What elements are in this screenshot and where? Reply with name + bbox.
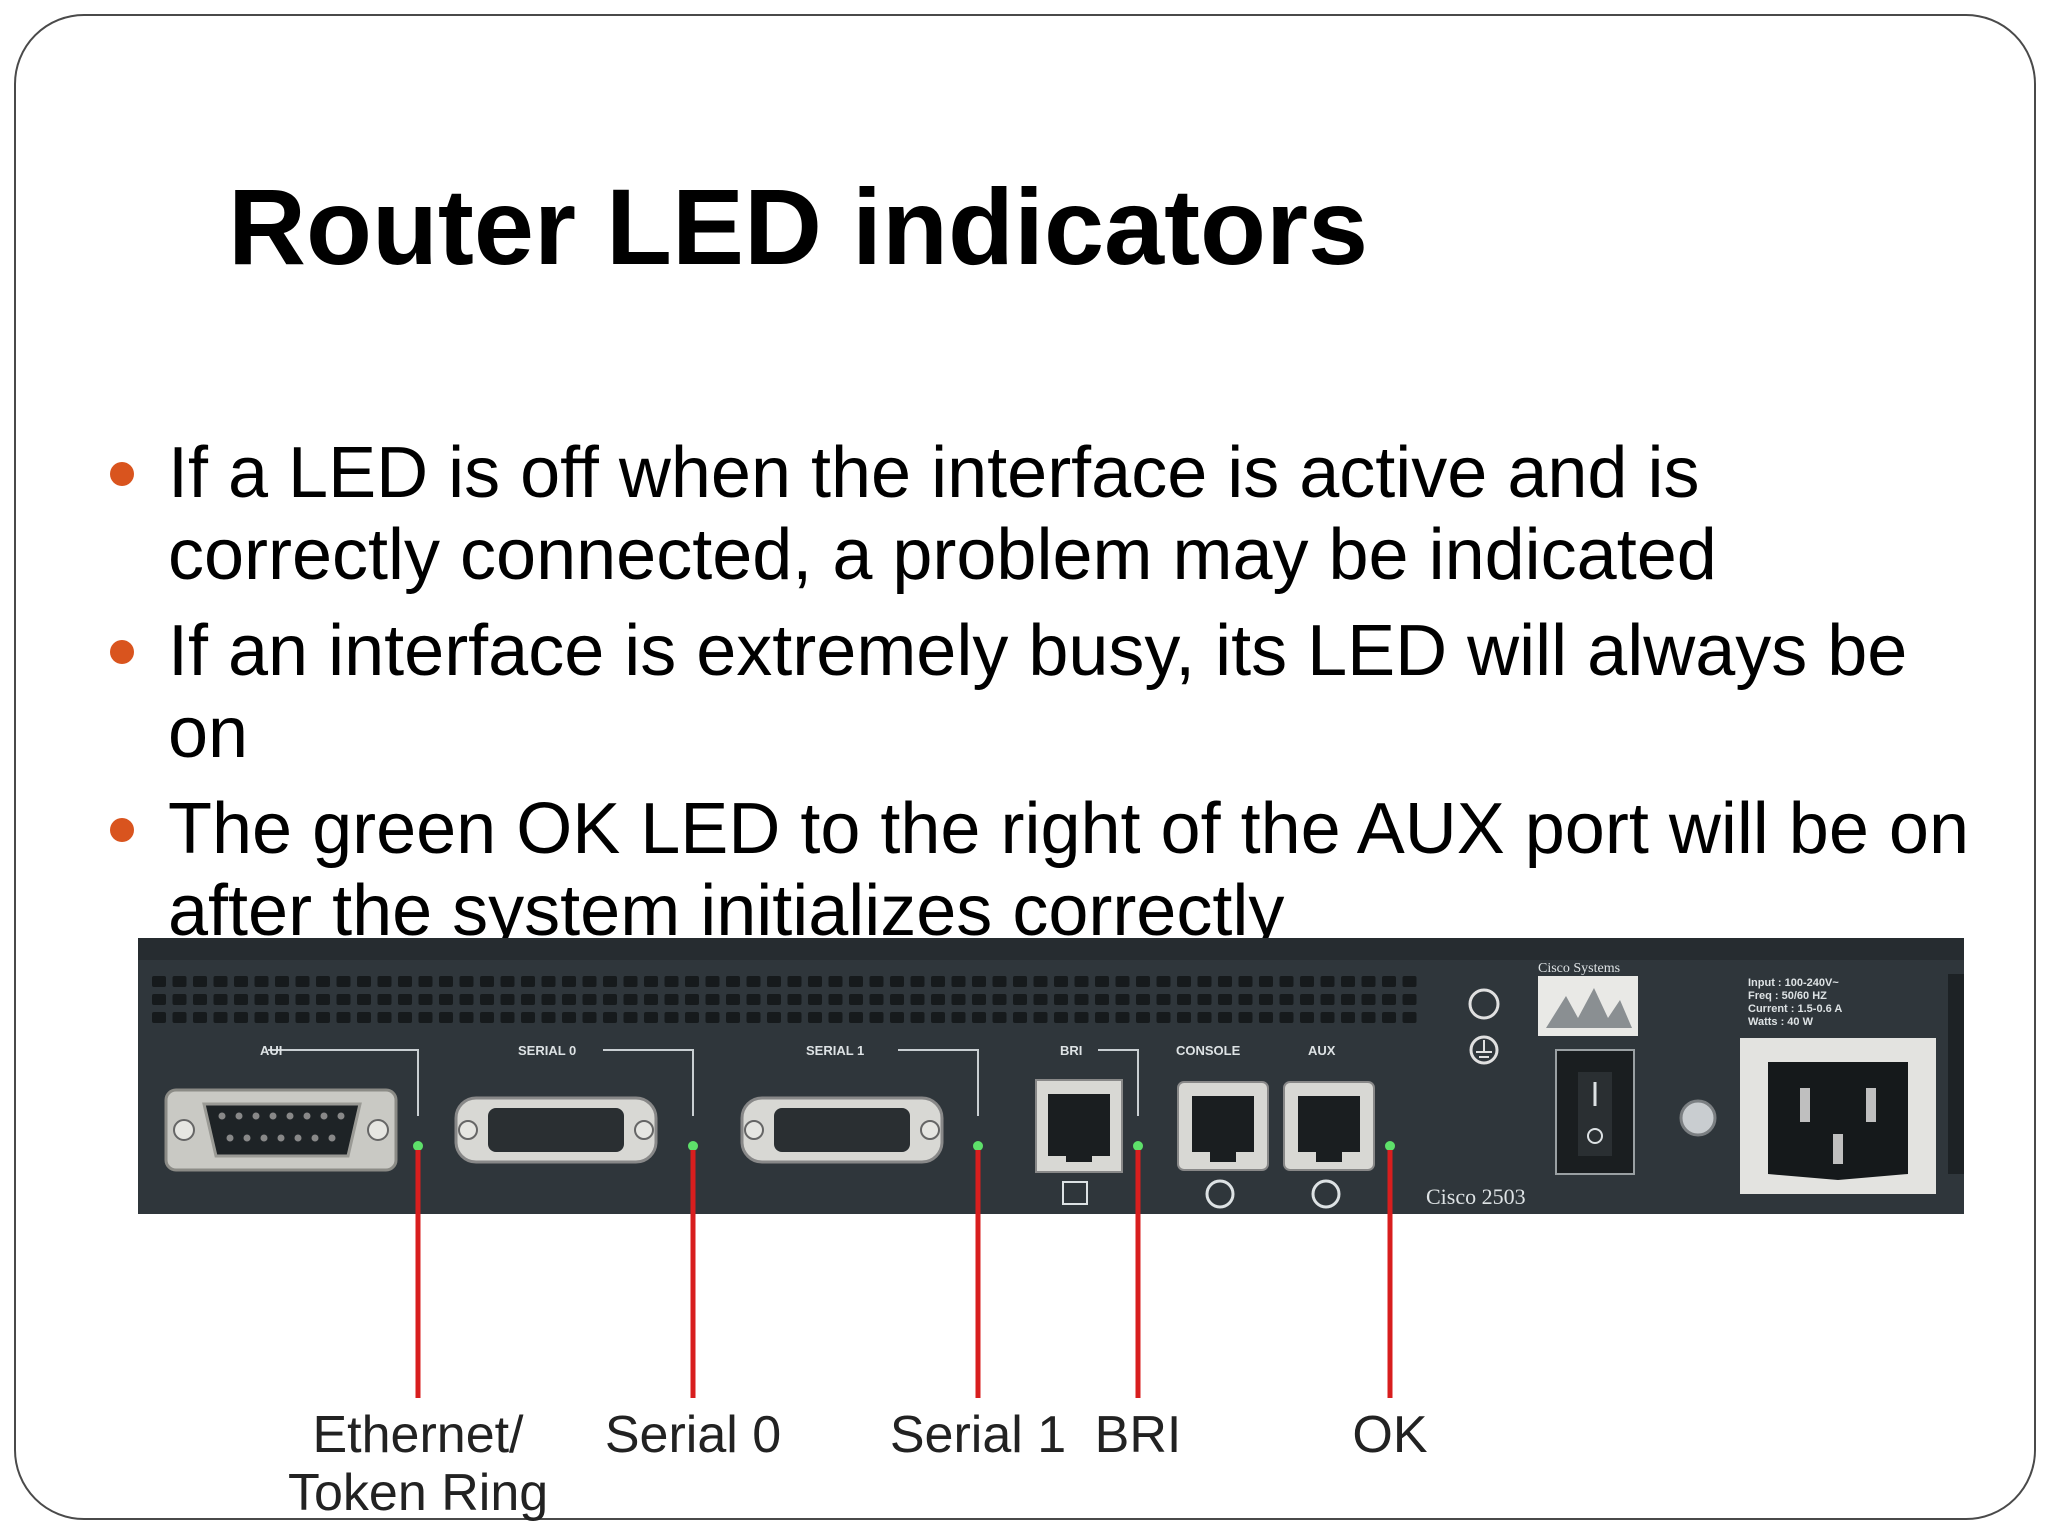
bullet-dot-icon — [110, 640, 134, 664]
port-label-console: CONSOLE — [1176, 1043, 1241, 1058]
bri-symbol-icon — [1062, 1181, 1088, 1205]
port-label-bri: BRI — [1060, 1043, 1082, 1058]
serial1-led-icon — [973, 1141, 983, 1151]
vent-grille — [152, 976, 1417, 1023]
bullet-item: The green OK LED to the right of the AUX… — [110, 788, 1990, 952]
svg-text:Input : 100-240V~: Input : 100-240V~ — [1748, 977, 1839, 989]
router-diagram: AUI SERIAL 0 SERIAL 1 BRI CONSOLE AUX — [138, 938, 1964, 1536]
serial0-port — [454, 1096, 658, 1164]
router-model-label: Cisco 2503 — [1426, 1184, 1526, 1209]
port-label-serial0: SERIAL 0 — [518, 1043, 576, 1058]
bullet-text: If an interface is extremely busy, its L… — [168, 611, 1908, 773]
console-port — [1177, 1081, 1269, 1209]
callout-serial1: Serial 1 — [889, 1406, 1067, 1464]
svg-text:Watts : 40 W: Watts : 40 W — [1748, 1016, 1814, 1028]
port-label-aui: AUI — [260, 1043, 282, 1058]
bullet-item: If an interface is extremely busy, its L… — [110, 610, 1990, 774]
serial1-port — [740, 1096, 944, 1164]
slide-title: Router LED indicators — [228, 166, 1369, 287]
port-label-aux: AUX — [1308, 1043, 1336, 1058]
bullet-dot-icon — [110, 462, 134, 486]
power-rating-label: Input : 100-240V~ Freq : 50/60 HZ Curren… — [1748, 977, 1842, 1028]
slide-frame — [14, 14, 2036, 1520]
bullet-list: If a LED is off when the interface is ac… — [110, 432, 1990, 966]
aui-port — [164, 1088, 398, 1172]
power-inlet — [1740, 1038, 1936, 1194]
callout-ok: OK — [1352, 1406, 1428, 1464]
power-switch — [1555, 1049, 1635, 1175]
bullet-text: The green OK LED to the right of the AUX… — [168, 789, 1969, 951]
thumbscrew-icon — [1679, 1099, 1717, 1137]
svg-text:Current : 1.5-0.6 A: Current : 1.5-0.6 A — [1748, 1003, 1842, 1015]
ethernet-led-icon — [413, 1141, 423, 1151]
serial0-led-icon — [688, 1141, 698, 1151]
callout-ethernet-line1: Ethernet/ — [312, 1406, 524, 1464]
bullet-text: If a LED is off when the interface is ac… — [168, 433, 1717, 595]
console-symbol-icon — [1205, 1179, 1235, 1209]
bri-led-icon — [1133, 1141, 1143, 1151]
callout-ethernet-line2: Token Ring — [288, 1464, 549, 1522]
svg-text:Freq : 50/60 HZ: Freq : 50/60 HZ — [1748, 990, 1827, 1002]
bullet-dot-icon — [110, 818, 134, 842]
bri-port — [1035, 1079, 1123, 1205]
aux-port — [1283, 1081, 1375, 1209]
bullet-item: If a LED is off when the interface is ac… — [110, 432, 1990, 596]
aux-symbol-icon — [1311, 1179, 1341, 1209]
cisco-logo: Cisco Systems — [1538, 961, 1638, 1036]
ground-icon — [1468, 988, 1500, 1065]
callout-ethernet-token-ring: Ethernet/ Token Ring — [288, 1406, 548, 1522]
callout-bri: BRI — [1094, 1406, 1182, 1464]
callout-serial0: Serial 0 — [604, 1406, 782, 1464]
ok-led-icon — [1385, 1141, 1395, 1151]
callout-lines — [415, 1150, 1393, 1398]
cisco-brand-text: Cisco Systems — [1538, 961, 1620, 976]
router-rear-panel-image: AUI SERIAL 0 SERIAL 1 BRI CONSOLE AUX — [138, 938, 1964, 1398]
port-label-serial1: SERIAL 1 — [806, 1043, 864, 1058]
